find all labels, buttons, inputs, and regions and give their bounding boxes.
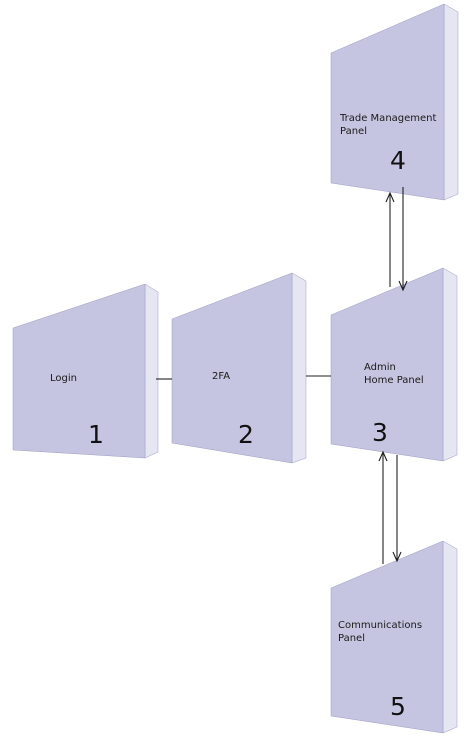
connector-admin-to-trade: [385, 191, 395, 287]
node-comms-side: [442, 540, 458, 734]
connector-trade-to-admin: [398, 187, 408, 292]
node-login-face: [12, 283, 146, 459]
node-login-label: Login: [50, 373, 77, 384]
node-2fa-number: 2: [238, 420, 254, 449]
node-login-side: [144, 283, 159, 459]
node-2fa-label: 2FA: [212, 371, 231, 382]
node-admin-number: 3: [372, 418, 388, 447]
node-communications[interactable]: [330, 540, 458, 734]
node-trade-side: [443, 3, 459, 201]
node-trade-management[interactable]: [330, 3, 459, 201]
node-trade-face: [330, 3, 445, 201]
node-admin-home[interactable]: [330, 267, 458, 462]
node-login-number: 1: [88, 420, 104, 449]
node-trade-number: 4: [390, 146, 406, 175]
connector-admin-to-comms: [392, 455, 402, 563]
node-2fa-face: [171, 272, 293, 464]
connector-comms-to-admin: [378, 450, 388, 564]
node-2fa-side: [291, 272, 307, 464]
node-2fa[interactable]: [171, 272, 307, 464]
node-comms-face: [330, 540, 444, 734]
node-comms-number: 5: [390, 692, 406, 721]
node-admin-side: [442, 267, 458, 462]
node-login[interactable]: [12, 283, 159, 459]
